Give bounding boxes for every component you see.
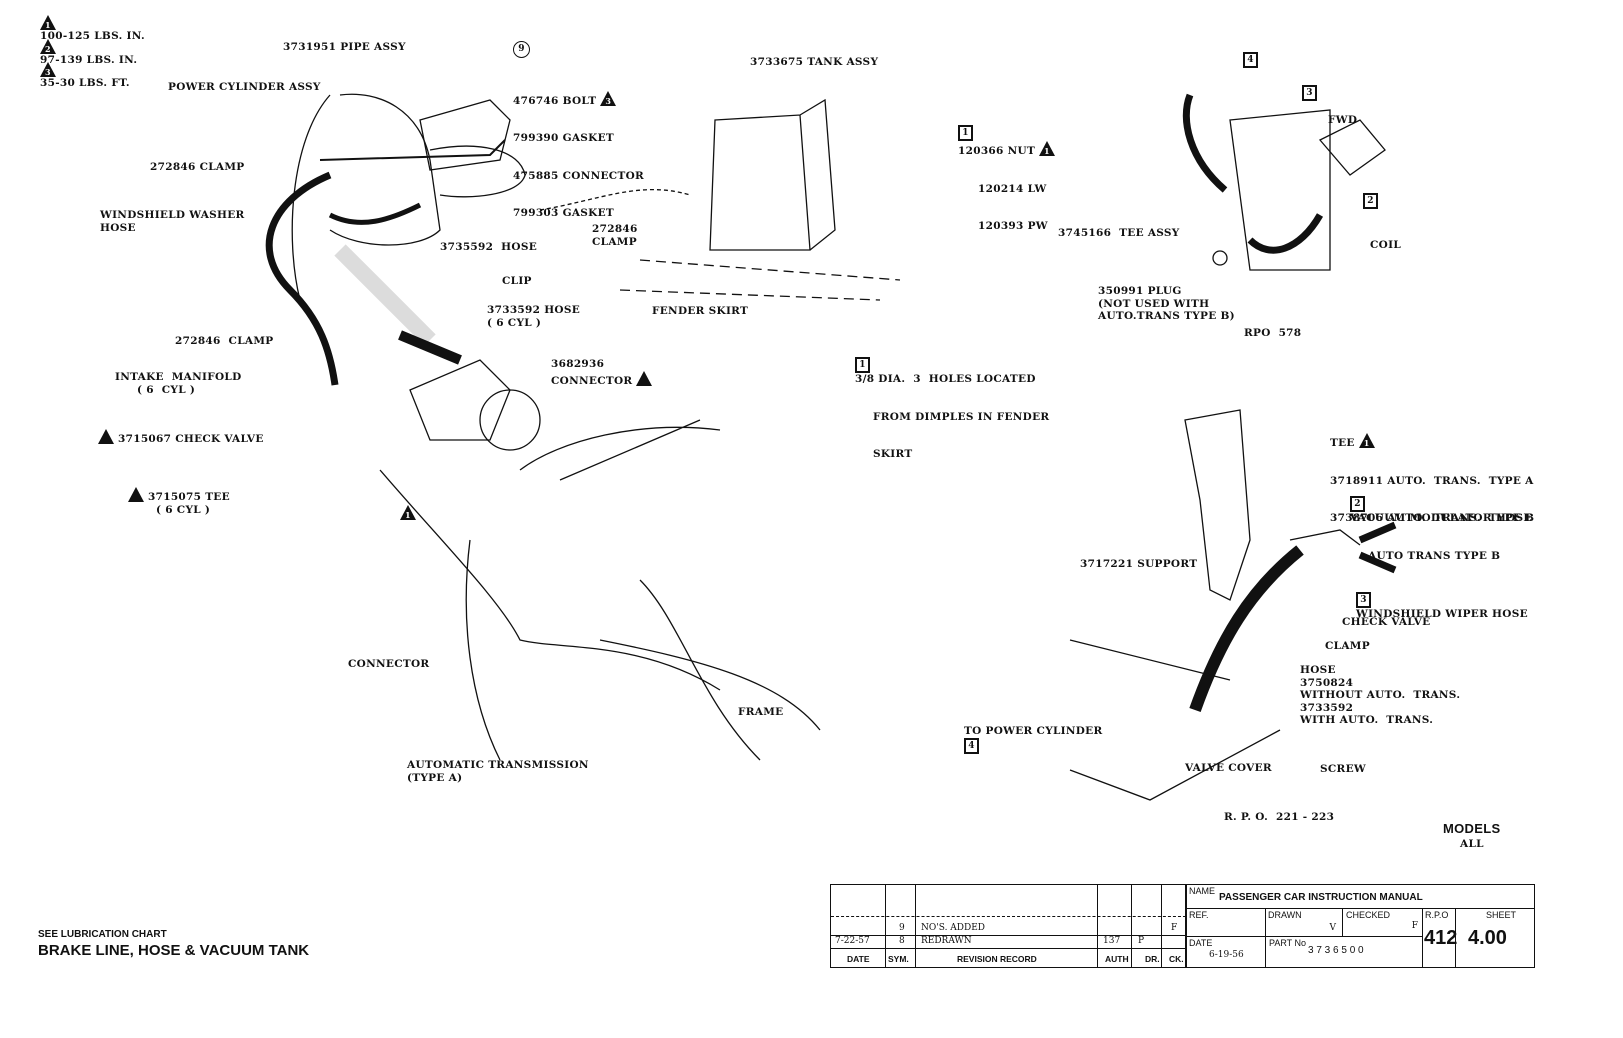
modulator-drawing [1069,409,1397,801]
clamp-top-label: 272846 CLAMP [150,161,245,173]
bolt-group-label: 9 476746 BOLT 3 799390 GASKET 475885 CON… [513,28,652,245]
callout-box: 1 [855,357,870,373]
models-label: MODELS [1443,821,1501,836]
warning-triangle-icon [98,429,114,444]
revision-header: DATE SYM. REVISION RECORD AUTH DR. CK. [831,948,1186,967]
check-valve-label: 3715067 CHECK VALVE [98,429,264,446]
tee-auto-label: TEE 1 3718911 AUTO. TRANS. TYPE A 373870… [1330,408,1534,537]
revision-record: 9 NO'S. ADDED F 7-22-57 8 REDRAWN 137 P … [831,885,1186,967]
callout-box: 3 [1356,592,1371,608]
models-all-label: ALL [1460,838,1484,850]
power-cylinder-drawing [291,93,526,301]
free-warning-triangle: 1 [400,505,420,522]
warning-triangle-icon: 3 [600,90,617,106]
warning-triangle-icon: 1 [40,15,56,30]
revision-blank-rows [831,885,1186,917]
coil-drawing [1182,93,1386,271]
screw-label: SCREW [1320,763,1366,775]
title-block: 9 NO'S. ADDED F 7-22-57 8 REDRAWN 137 P … [830,884,1535,968]
rpo-578-label: RPO 578 [1244,327,1302,339]
support-label: 3717221 SUPPORT [1080,558,1198,570]
hose-3735592-label: 3735592 HOSE [440,241,538,253]
callout-box: 2 [1350,496,1365,512]
intake-manifold-label: INTAKE MANIFOLD( 6 CYL ) [115,371,242,396]
to-power-cylinder-label: TO POWER CYLINDER 4 [964,725,1106,754]
fwd-label: FWD [1328,114,1358,126]
tank-drawing [539,98,901,301]
warning-triangle-icon: 1 [1039,141,1056,156]
frame-label: FRAME [738,706,784,718]
warning-triangle-icon: 2 [40,39,56,54]
steering-frame-drawing [379,359,821,761]
callout-box: 4 [964,737,979,754]
drawing-title: BRAKE LINE, HOSE & VACUUM TANK [38,942,310,959]
name-field: NAME PASSENGER CAR INSTRUCTION MANUAL [1186,885,1534,909]
ref-field: REF. [1186,909,1266,937]
tank-assy-label: 3733675 TANK ASSY [750,56,879,68]
lubrication-note: SEE LUBRICATION CHART [38,929,167,940]
fender-skirt-label: FENDER SKIRT [652,305,749,317]
valve-cover-label: VALVE COVER [1185,762,1272,774]
clamp-mid-label: 272846 CLAMP [175,335,274,347]
callout-box-2: 2 [1363,193,1382,209]
callout-circle: 9 [513,40,530,58]
clamp-right-label: CLAMP [1325,640,1370,652]
connector-label: CONNECTOR [348,658,430,670]
check-valve-right-label: CHECK VALVE [1342,616,1431,628]
tee-3715075-label: 3715075 TEE( 6 CYL ) [128,487,230,516]
hose-drawing [265,171,462,386]
clip-label: CLIP [502,275,532,287]
auto-trans-label: AUTOMATIC TRANSMISSION(TYPE A) [407,759,589,784]
hose-3733592-label: 3733592 HOSE( 6 CYL ) [487,304,581,329]
tee-assy-label: 3745166 TEE ASSY [1058,227,1180,239]
rpo-221-label: R. P. O. 221 - 223 [1224,811,1335,823]
power-cylinder-label: POWER CYLINDER ASSY [168,81,321,93]
callout-box-4: 4 [1243,52,1262,68]
pipe-assy-label: 3731951 PIPE ASSY [283,41,406,53]
callout-box-3: 3 [1302,85,1321,101]
callout-box: 1 [958,125,973,141]
warning-triangle-icon [128,487,144,502]
coil-label: COIL [1370,239,1401,251]
warning-triangle-icon: 1 [1358,433,1375,448]
warning-triangle-icon: 3 [40,62,56,77]
revision-row: 7-22-57 8 REDRAWN 137 P [831,935,1186,948]
revision-row: 9 NO'S. ADDED F [899,923,1178,933]
warning-triangle-icon: 1 [400,505,416,520]
warning-triangle-icon [636,370,653,386]
